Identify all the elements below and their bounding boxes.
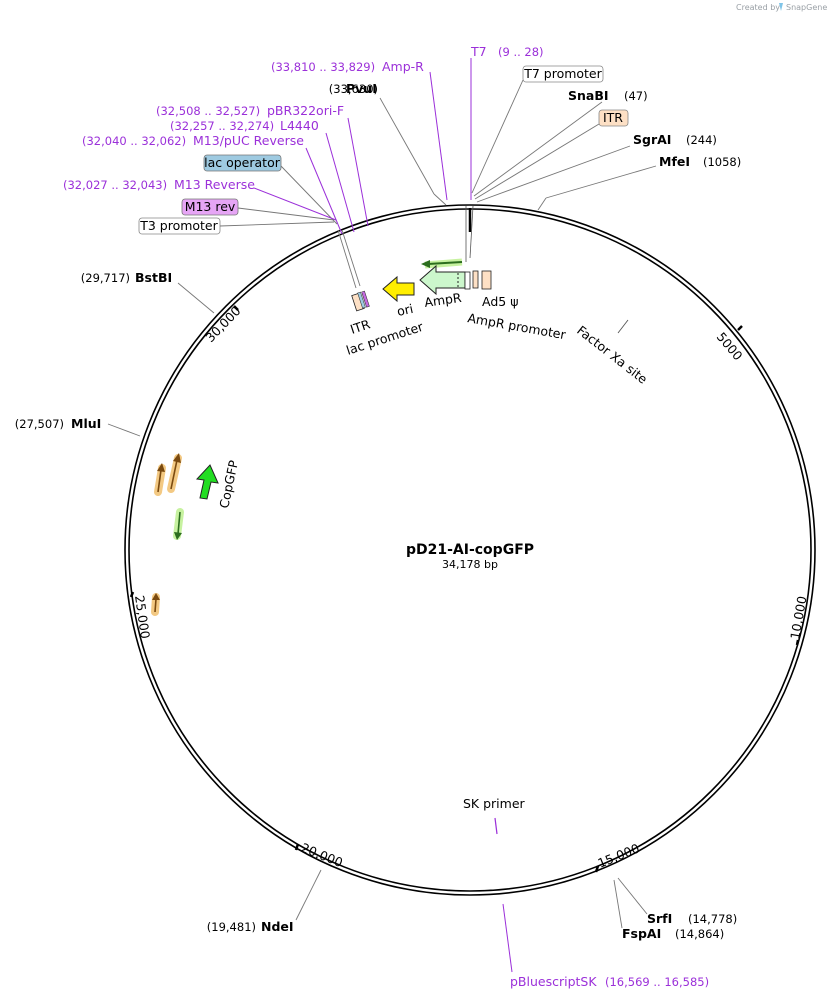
ori-feature-arrow[interactable] [382,275,415,303]
primer-ampr[interactable]: Amp-R [382,59,424,74]
tick-15000 [594,865,600,873]
feature-itr-left: ITR [348,316,372,337]
ad5-psi-box [472,270,479,289]
site-srfi[interactable]: SrfI [647,911,672,926]
site-ndei-pos: (19,481) [207,920,256,934]
site-pvui-pos: (33,630) [329,82,378,96]
site-ndei[interactable]: NdeI [261,919,294,934]
itr-right-box [481,270,492,290]
primer-m13puc[interactable]: M13/pUC Reverse [193,133,304,148]
site-fspai-pos: (14,864) [675,927,724,941]
feature-ori: ori [396,301,415,319]
backbone-outer [124,204,816,896]
primer-ampr-pos: (33,810 .. 33,829) [271,60,375,74]
site-bstbi[interactable]: BstBI [135,270,172,285]
box-t7-promoter: T7 promoter [523,66,602,81]
site-pvui[interactable]: PvuI [346,81,377,96]
primer-m13rev-pos: (32,027 .. 32,043) [63,178,167,192]
site-mfei[interactable]: MfeI [659,154,690,169]
primer-m13puc-pos: (32,040 .. 32,062) [82,134,186,148]
feature-copgfp: CopGFP [216,458,241,509]
ruler-20000: 20,000 [299,840,345,870]
created-by-text: Created by [736,3,780,12]
orf-arrow-left-3[interactable] [151,593,160,616]
orf-arrow-top[interactable] [421,258,463,269]
site-mlui[interactable]: MluI [71,416,101,431]
box-lac-operator: lac operator [204,155,281,170]
primer-pbluescript[interactable]: pBluescriptSK [510,974,597,989]
primer-pbr-pos: (32,508 .. 32,527) [156,104,260,118]
plasmid-length: 34,178 bp [442,558,498,571]
site-mfei-pos: (1058) [703,155,741,169]
snapgene-logo-icon [779,3,783,11]
copgfp-feature-arrow[interactable] [195,464,219,500]
primer-pbr[interactable]: pBR322ori-F [267,103,344,118]
orf-arrow-left-2[interactable] [167,453,182,493]
site-fspai[interactable]: FspAI [622,926,661,941]
primer-l4440[interactable]: L4440 [280,118,319,133]
box-itr: ITR [603,110,623,125]
box-t3-promoter: T3 promoter [139,218,218,233]
ruler-10000: 10,000 [787,595,809,641]
feature-ampr: AmpR [423,290,462,310]
itr-left-feature[interactable] [351,290,370,312]
site-snabi-pos: (47) [624,89,648,103]
primer-l4440-pos: (32,257 .. 32,274) [170,119,274,133]
cluster-leader [469,205,474,259]
tick-20000 [294,843,300,851]
primer-m13rev[interactable]: M13 Reverse [174,177,255,192]
lac-operator-box[interactable] [203,154,282,172]
tick-25000 [129,591,135,598]
sk-primer-marker [494,817,498,835]
feature-ampr-promoter: AmpR promoter [466,310,567,342]
site-sgrai[interactable]: SgrAI [633,132,671,147]
primer-sk[interactable]: SK primer [463,796,526,811]
site-sgrai-pos: (244) [686,133,717,147]
itr-box[interactable] [598,109,629,127]
orf-arrow-left-1[interactable] [154,463,166,496]
site-mlui-pos: (27,507) [15,417,64,431]
ruler-5000: 5000 [714,329,746,363]
primer-t7-pos: (9 .. 28) [498,45,544,59]
primer-pbluescript-pos: (16,569 .. 16,585) [605,975,709,989]
ruler-15000: 15,000 [596,840,642,870]
primer-t7[interactable]: T7 [470,44,487,59]
tick-5000 [737,325,743,331]
plasmid-name: pD21-AI-copGFP [406,542,534,558]
site-bstbi-pos: (29,717) [81,271,130,285]
factor-xa-marker [617,319,629,334]
feature-factor-xa: Factor Xa site [574,323,650,387]
feature-ad5: Ad5 ψ [482,294,518,309]
orf-arrow-green-down[interactable] [173,508,184,540]
ampr-promoter-box [464,271,471,290]
ampr-feature-arrow[interactable] [419,264,466,296]
box-m13-rev: M13 rev [185,199,236,214]
tick-30000 [233,305,239,311]
t7-promoter-box[interactable] [522,65,604,83]
snapgene-brand-text: SnapGene [786,3,827,12]
site-snabi[interactable]: SnaBI [568,88,609,103]
lac-cluster-leader [337,229,357,289]
lac-cluster-leader-2 [341,229,361,287]
tick-10000 [795,639,800,646]
site-srfi-pos: (14,778) [688,912,737,926]
m13-rev-box[interactable] [181,198,239,216]
ruler-25000: 25,000 [132,594,153,639]
